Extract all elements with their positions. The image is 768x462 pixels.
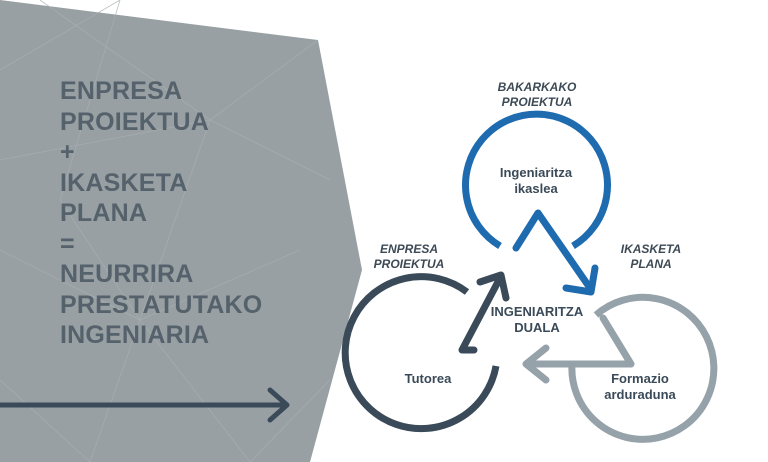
right-label-line: IKASKETA	[620, 242, 682, 256]
top-circle-label-line: Ingeniaritza	[499, 165, 573, 180]
headline-line: PLANA	[60, 199, 148, 227]
right-label: IKASKETA PLANA	[606, 242, 696, 272]
right-circle-label: Formazio arduraduna	[590, 371, 690, 403]
center-label: INGENIARITZA DUALA	[477, 304, 597, 336]
left-circle-label-line: Tutorea	[404, 371, 452, 386]
right-label-line: PLANA	[630, 257, 672, 271]
top-label-line: BAKARKAKO	[497, 80, 577, 94]
headline-line: ENPRESA	[60, 77, 183, 105]
left-label-line: PROIEKTUA	[373, 257, 445, 271]
headline-line: PRESTATUTAKO	[60, 290, 263, 319]
right-circle-label-line: arduraduna	[604, 387, 676, 402]
gray-arrow-panel	[0, 0, 362, 462]
top-circle-label: Ingeniaritza ikaslea	[486, 165, 586, 197]
headline-line: PROIEKTUA	[60, 107, 210, 136]
left-circle-arc	[341, 273, 500, 433]
headline-line: NEURRIRA	[60, 260, 194, 288]
cycle-diagram	[341, 110, 718, 443]
headline: ENPRESA PROIEKTUA + IKASKETA PLANA = NEU…	[60, 76, 262, 351]
left-circle-label: Tutorea	[383, 371, 473, 387]
center-label-line: INGENIARITZA	[490, 304, 584, 319]
blue-arrow	[512, 209, 599, 296]
dark-arrow	[458, 271, 510, 354]
panel-mesh-pattern	[0, 0, 331, 462]
gray-arrow	[522, 314, 635, 384]
long-right-arrow	[0, 387, 290, 423]
center-label-line: DUALA	[514, 320, 560, 335]
left-label: ENPRESA PROIEKTUA	[364, 242, 454, 272]
top-circle-label-line: ikaslea	[514, 181, 558, 196]
headline-line: +	[60, 138, 75, 166]
left-label-line: ENPRESA	[379, 242, 438, 256]
top-circle-arc	[462, 110, 611, 249]
right-circle-arc	[568, 293, 718, 443]
headline-line: =	[60, 229, 75, 258]
headline-line: INGENIARIA	[60, 321, 210, 349]
headline-line: IKASKETA	[60, 168, 188, 197]
right-circle-label-line: Formazio	[611, 371, 669, 386]
top-label: BAKARKAKO PROIEKTUA	[487, 80, 587, 110]
top-label-line: PROIEKTUA	[501, 95, 573, 109]
